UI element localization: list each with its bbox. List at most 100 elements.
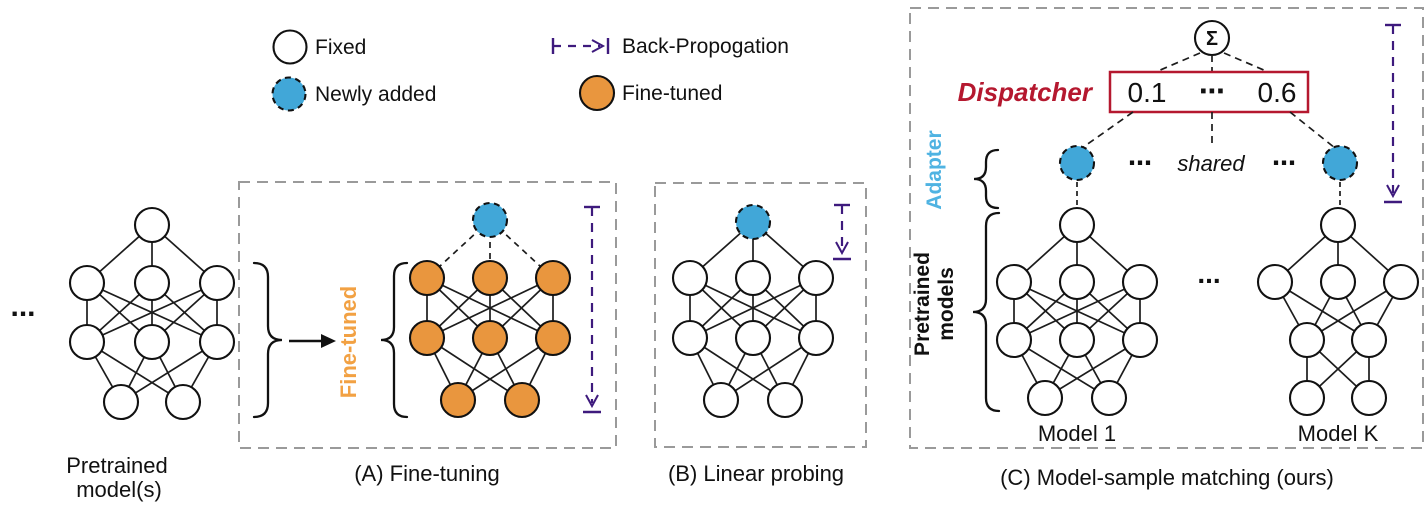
- panel-b-caption: (B) Linear probing: [668, 461, 844, 486]
- model-k-net-node: [1319, 206, 1357, 244]
- legend-backprop-label: Back-Propogation: [622, 35, 789, 58]
- model-1-net-node: [1058, 206, 1096, 244]
- panel-a-net-node: [471, 259, 509, 297]
- pretrained-net-node: [68, 264, 106, 302]
- model-k-net-node: [1288, 379, 1326, 417]
- legend-fixed-label: Fixed: [315, 36, 366, 59]
- pretrained-net-edge: [86, 341, 184, 403]
- panel-a-net-node: [408, 259, 446, 297]
- pretrained-net-node: [164, 383, 202, 421]
- panel-a-net-node: [471, 319, 509, 357]
- panel-b-net-node: [734, 203, 772, 241]
- panel-c-caption: (C) Model-sample matching (ours): [1000, 465, 1334, 490]
- sigma-to-dispatcher-link: [1157, 52, 1201, 72]
- dispatcher-label: Dispatcher: [958, 77, 1094, 107]
- adapter-brace: [973, 148, 1000, 210]
- panel-a-net-node: [534, 319, 572, 357]
- model-k-net-node: [1288, 321, 1326, 359]
- panel-b-net-node: [702, 381, 740, 419]
- panel-b-net-node: [766, 381, 804, 419]
- pretrained-ellipsis: ...: [10, 290, 35, 323]
- panel-b-net-node: [797, 259, 835, 297]
- model-1-net-node: [995, 263, 1033, 301]
- dispatcher-to-adapter-link: [1081, 111, 1134, 149]
- model-1-net-node: [1058, 321, 1096, 359]
- pretrained-net-node: [102, 383, 140, 421]
- panel-b-net-node: [671, 319, 709, 357]
- legend-newly-added-swatch: [271, 76, 307, 112]
- pretrained-net-node: [133, 264, 171, 302]
- panel-b-net-node: [797, 319, 835, 357]
- pretrained-models-label-line1: Pretrained: [911, 252, 934, 356]
- legend-fixed-swatch: [272, 29, 308, 65]
- panel-b-net-edge: [689, 277, 817, 339]
- model-1-net-node: [1058, 263, 1096, 301]
- panel-a-net-brace: [380, 261, 409, 419]
- model-1-net-node: [1090, 379, 1128, 417]
- adapter-shared-label: shared: [1177, 151, 1245, 176]
- sigma-symbol: Σ: [1206, 28, 1218, 50]
- model-k-net-node: [1319, 263, 1357, 301]
- pretrained-label-line2: model(s): [76, 477, 162, 502]
- adapter-node-k: [1321, 144, 1359, 182]
- panel-a-net-edge: [426, 277, 554, 339]
- panel-b-net-node: [734, 319, 772, 357]
- panel-b-box: [654, 182, 867, 448]
- legend-finetuned-swatch: [578, 74, 616, 112]
- panel-a-box: [238, 181, 617, 449]
- models-ellipsis: ...: [1197, 258, 1220, 289]
- adapter-side-label: Adapter: [923, 130, 946, 209]
- dispatcher-value-1: 0.1: [1128, 77, 1167, 108]
- panel-b-backprop-arrow-arrowhead: [835, 241, 849, 256]
- panel-a-backprop-arrow-arrowhead: [585, 394, 599, 409]
- model-k-net-node: [1382, 263, 1420, 301]
- panel-b-net-node: [671, 259, 709, 297]
- adapter-node-1: [1058, 144, 1096, 182]
- adapter-ellipsis-left: ⋯: [1128, 150, 1152, 177]
- model-k-net-node: [1350, 379, 1388, 417]
- pretrained-net-node: [68, 323, 106, 361]
- panel-a-net-node: [503, 381, 541, 419]
- panel-a-caption: (A) Fine-tuning: [354, 461, 500, 486]
- backprop-icon: [591, 39, 606, 53]
- panel-b-net-node: [734, 259, 772, 297]
- panel-a-left-brace: [252, 261, 283, 419]
- panel-b-net-edge: [720, 337, 817, 401]
- sigma-to-dispatcher-link: [1223, 52, 1267, 72]
- dispatcher-value-k: 0.6: [1258, 77, 1297, 108]
- dispatcher-box: [1108, 70, 1310, 114]
- model-1-net-node: [995, 321, 1033, 359]
- legend-newly-added-label: Newly added: [315, 83, 436, 106]
- legend-finetuned-label: Fine-tuned: [622, 82, 722, 105]
- dispatcher-dots: ⋯: [1199, 76, 1225, 106]
- model-k-net-edge: [1306, 281, 1402, 341]
- panel-c-box: [909, 7, 1424, 449]
- panel-a-new-node: [471, 201, 509, 239]
- panel-a-arrow-head: [321, 334, 336, 348]
- pretrained-label-line1: Pretrained: [66, 453, 168, 478]
- model-1-net-edge: [1013, 281, 1141, 341]
- pretrained-models-label-line2: models: [935, 267, 958, 341]
- model-k-net-node: [1350, 321, 1388, 359]
- model-k-net-node: [1256, 263, 1294, 301]
- panel-a-net-node: [439, 381, 477, 419]
- pretrained-models-brace: [972, 211, 1001, 413]
- panel-a-finetuned-label: Fine-tuned: [336, 286, 361, 398]
- model-1-net-node: [1026, 379, 1064, 417]
- pretrained-net-node: [133, 206, 171, 244]
- pretrained-net-edge: [120, 341, 218, 403]
- panel-c-backprop-arrow-arrowhead: [1386, 184, 1400, 199]
- model-1-net-node: [1121, 321, 1159, 359]
- model-1-label: Model 1: [1038, 421, 1116, 446]
- dispatcher-to-adapter-link: [1289, 111, 1336, 149]
- pretrained-net-node: [133, 323, 171, 361]
- pretrained-net-node: [198, 323, 236, 361]
- adapter-ellipsis-right: ⋯: [1272, 150, 1296, 177]
- model-k-label: Model K: [1298, 421, 1379, 446]
- panel-a-net-node: [408, 319, 446, 357]
- pretrained-net-edge: [86, 282, 218, 343]
- panel-a-net-edge: [457, 337, 554, 401]
- pretrained-net-node: [198, 264, 236, 302]
